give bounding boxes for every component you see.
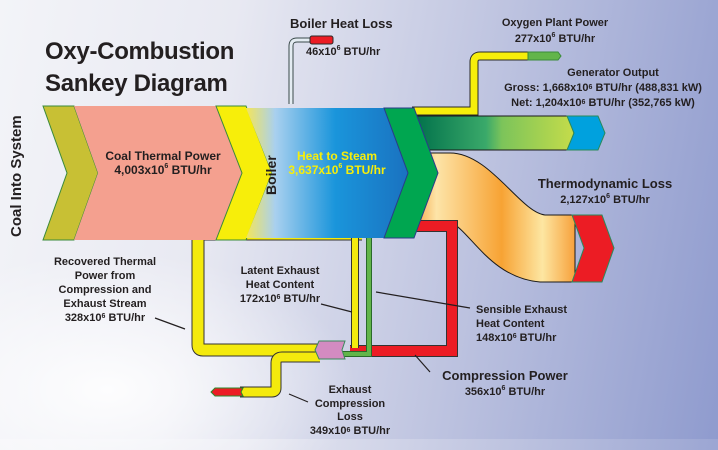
leader-lines (154, 291, 471, 403)
exhaust-compression-arrow (210, 387, 244, 397)
oxygen-plant-arrow (527, 51, 562, 61)
generator-output-arrow (566, 115, 606, 151)
thermodynamic-loss-arrow (571, 214, 615, 283)
boiler-heat-loss-title: Boiler Heat Loss (290, 16, 393, 31)
coal-thermal-power-label: Coal Thermal Power 4,003x106 BTU/hr (105, 149, 221, 177)
sankey-diagram (42, 35, 615, 398)
boiler-chevron (215, 105, 273, 241)
sensible-exhaust-label: Sensible Exhaust Heat Content 148x106 BT… (476, 304, 568, 344)
turbine-chevron (383, 107, 439, 239)
generator-output-label: Generator Output Gross: 1,668x106 BTU/hr… (504, 67, 702, 109)
thermodynamic-loss-label: Thermodynamic Loss 2,127x106 BTU/hr (537, 176, 673, 206)
exhaust-compression-loss-label: Exhaust Compression Loss 349x106 BTU/hr (309, 384, 391, 437)
heat-to-steam-label: Heat to Steam 3,637x106 BTU/hr (288, 149, 386, 177)
heat-to-steam-band (246, 108, 408, 238)
oxygen-plant-power-label: Oxygen Plant Power 277x106 BTU/hr (501, 17, 609, 45)
compression-mix-chevron (314, 340, 346, 360)
compression-power-label: Compression Power 356x106 BTU/hr (442, 368, 568, 398)
boiler-heat-loss-arrow (309, 35, 334, 45)
boiler-heat-loss-value: 46x106 BTU/hr (306, 45, 381, 58)
coal-thermal-band (74, 106, 242, 240)
diagram-title: Oxy-Combustion Sankey Diagram (45, 38, 235, 97)
recovered-thermal-label: Recovered Thermal Power from Compression… (53, 256, 157, 324)
latent-exhaust-label: Latent Exhaust Heat Content 172x106 BTU/… (239, 265, 321, 305)
